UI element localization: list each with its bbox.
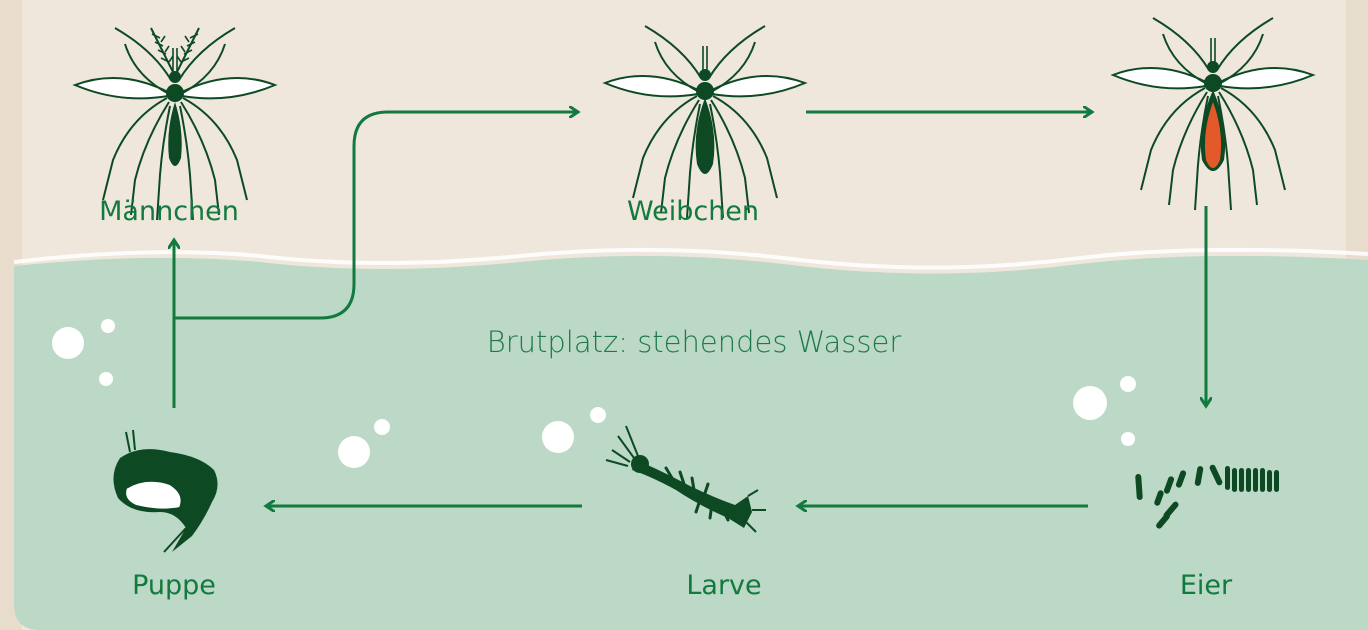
female-mosquito-icon bbox=[605, 26, 805, 218]
stage-label-pupa: Puppe bbox=[132, 570, 216, 602]
stage-label-male: Männchen bbox=[99, 196, 239, 228]
blood-fed-mosquito-icon bbox=[1113, 18, 1313, 210]
habitat-label: Brutplatz: stehendes Wasser bbox=[487, 326, 902, 358]
stage-label-eggs: Eier bbox=[1180, 570, 1232, 602]
male-mosquito-icon bbox=[75, 28, 275, 220]
stage-label-larva: Larve bbox=[686, 570, 761, 602]
stage-label-female: Weibchen bbox=[627, 196, 759, 228]
